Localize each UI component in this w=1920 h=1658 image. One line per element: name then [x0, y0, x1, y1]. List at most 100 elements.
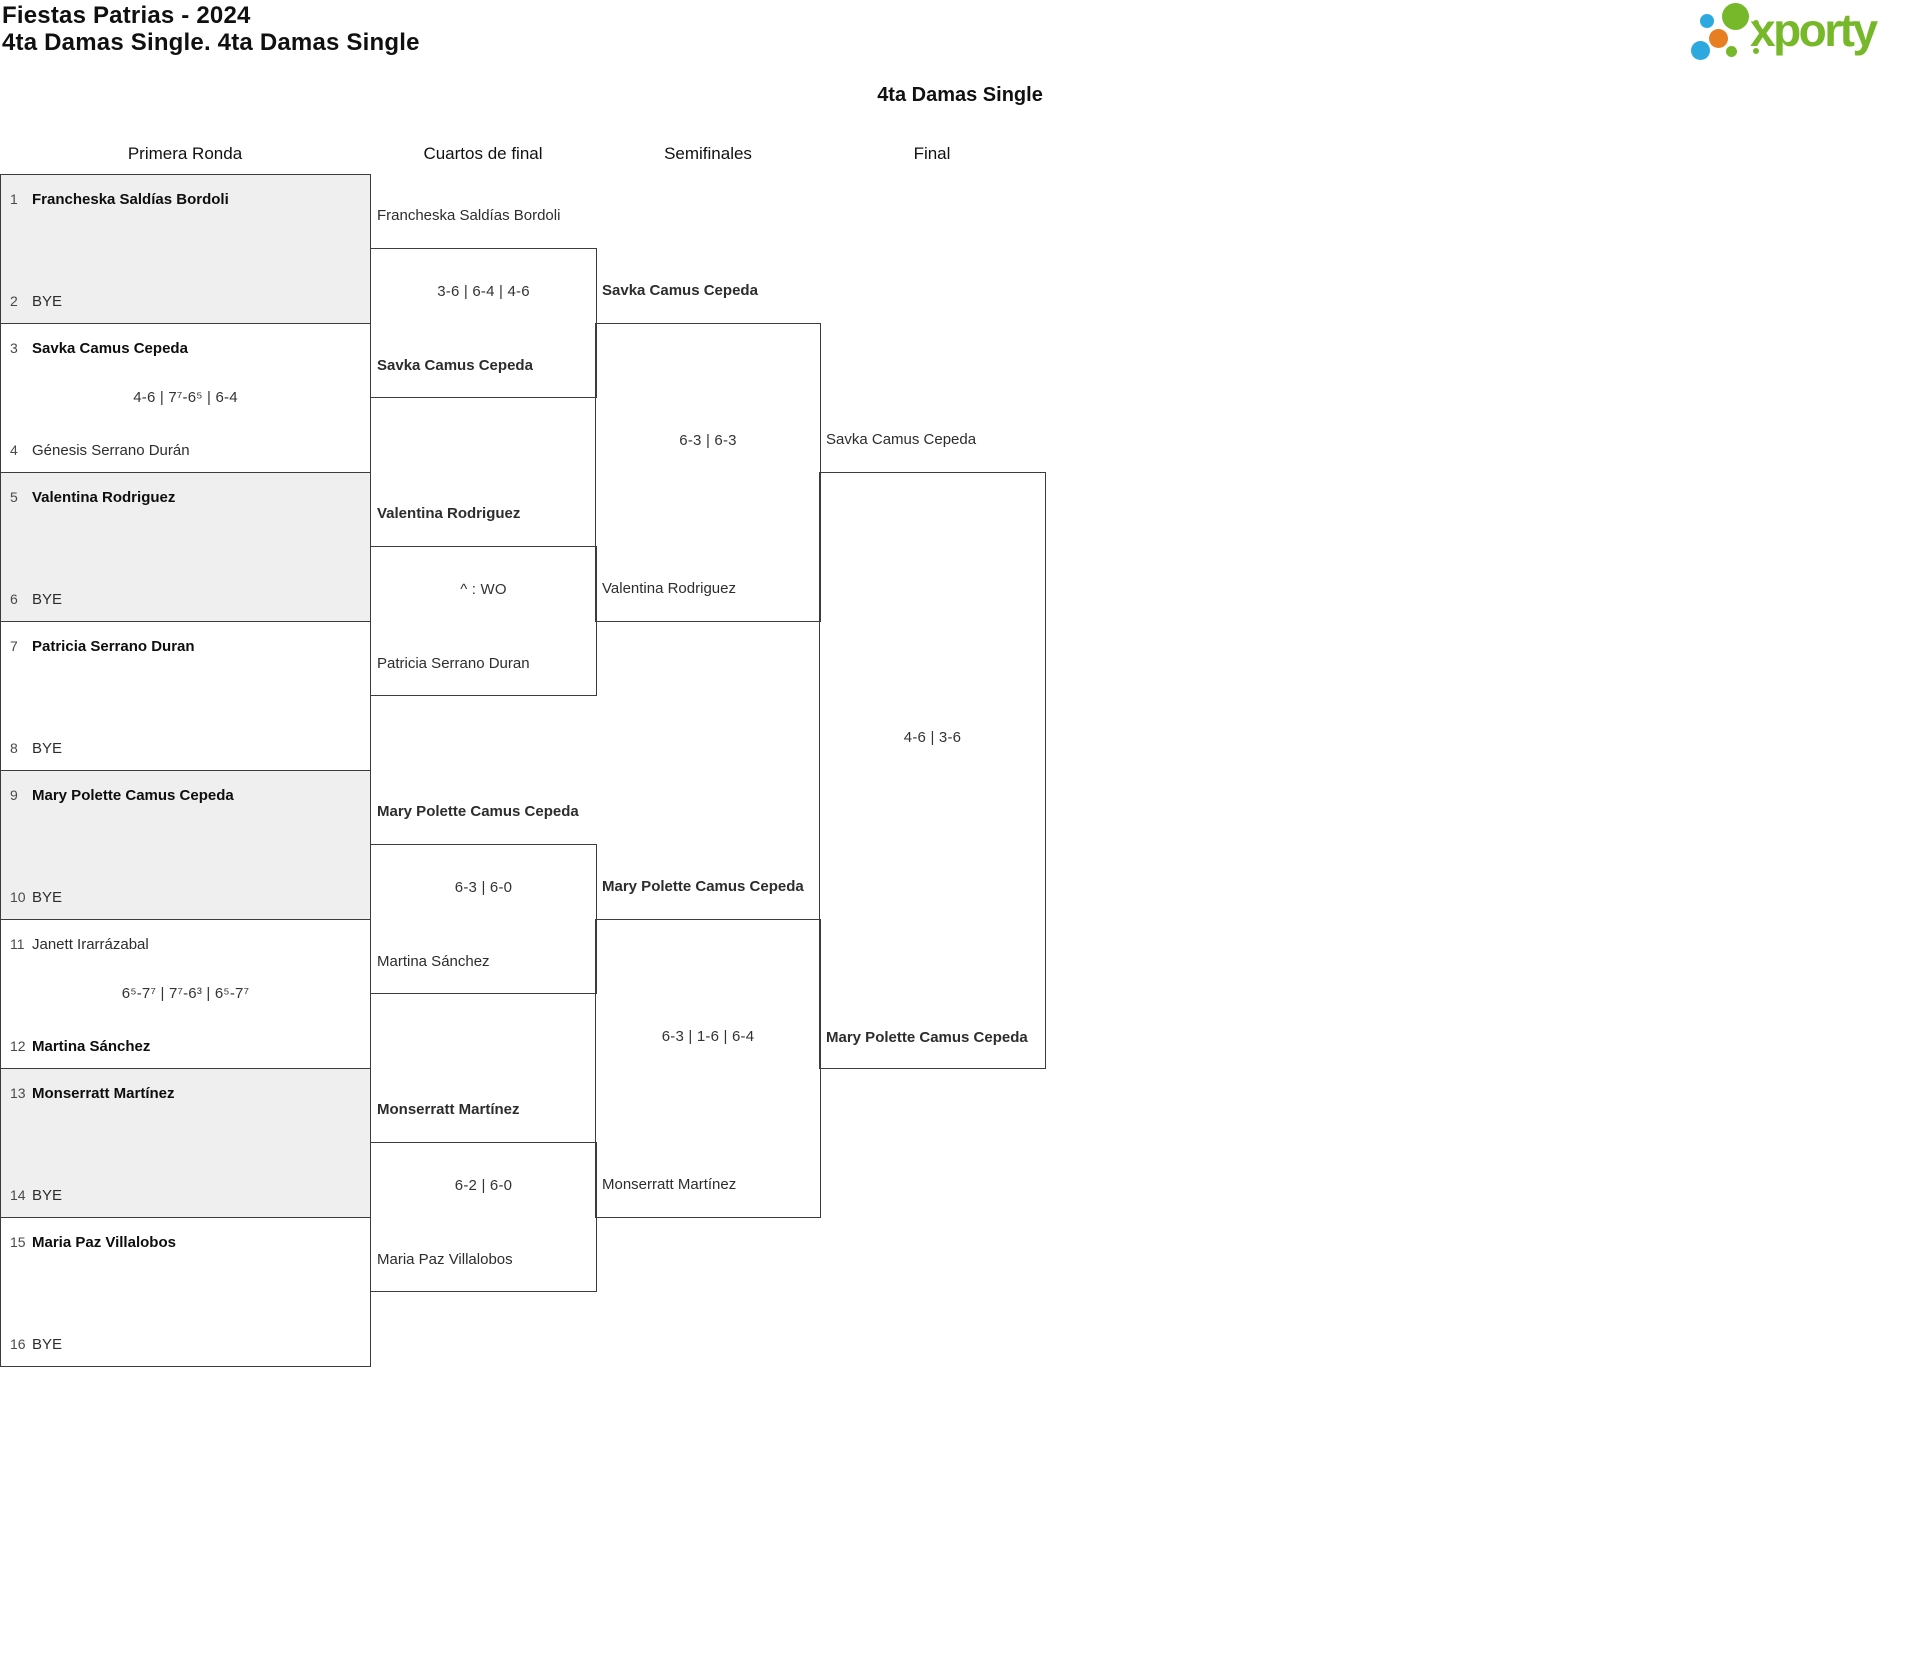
match-score: 6-3 | 6-3 [679, 432, 737, 449]
player-row: 16 BYE [10, 1335, 364, 1353]
player-row: 9 Mary Polette Camus Cepeda [10, 786, 364, 804]
player-name-champion: Mary Polette Camus Cepeda [826, 1029, 1028, 1046]
page-subtitle: 4ta Damas Single. 4ta Damas Single [2, 29, 420, 56]
match-score: 6-3 | 6-0 [454, 879, 513, 896]
match-box-r1-8: 15 Maria Paz Villalobos 16 BYE [0, 1217, 371, 1367]
player-row: 15 Maria Paz Villalobos [10, 1233, 364, 1251]
logo-dot-green-tiny-2 [1753, 48, 1759, 54]
seed-number: 6 [10, 591, 18, 607]
player-name: Monserratt Martínez [602, 1176, 737, 1193]
match-box-r1-6: 11 Janett Irarrázabal 6⁵-7⁷ | 7⁷-6³ | 6⁵-… [0, 919, 371, 1069]
player-name: Martina Sánchez [377, 953, 490, 970]
logo-dot-green-large [1722, 3, 1749, 30]
player-row: 6 BYE [10, 590, 364, 608]
seed-number: 5 [10, 489, 18, 505]
player-name: Mary Polette Camus Cepeda [377, 803, 579, 820]
player-name: Savka Camus Cepeda [602, 282, 758, 299]
player-name: Martina Sánchez [32, 1038, 151, 1055]
logo-dot-green-tiny-1 [1753, 20, 1759, 26]
logo-dot-orange [1709, 29, 1728, 48]
xporty-logo-text: xporty [1750, 4, 1878, 56]
player-name: Valentina Rodriguez [377, 505, 521, 522]
match-score: 4-6 | 3-6 [903, 729, 962, 746]
seed-number: 16 [10, 1336, 26, 1352]
bracket-title: 4ta Damas Single [877, 84, 1043, 106]
player-name: Mary Polette Camus Cepeda [32, 787, 234, 804]
player-name: BYE [32, 740, 63, 757]
player-name: BYE [32, 1336, 63, 1353]
seed-number: 10 [10, 889, 26, 905]
player-row: 13 Monserratt Martínez [10, 1084, 364, 1102]
seed-number: 4 [10, 442, 18, 458]
match-score: 6⁵-7⁷ | 7⁷-6³ | 6⁵-7⁷ [121, 985, 250, 1002]
round-header-cuartos-de-final: Cuartos de final [423, 144, 543, 163]
match-box-r1-5: 9 Mary Polette Camus Cepeda 10 BYE [0, 770, 371, 920]
player-row: 4 Génesis Serrano Durán [10, 441, 364, 459]
match-score: 6-3 | 1-6 | 6-4 [661, 1028, 755, 1045]
seed-number: 1 [10, 191, 18, 207]
seed-number: 8 [10, 740, 18, 756]
player-name: Francheska Saldías Bordoli [32, 191, 229, 208]
player-row: 2 BYE [10, 292, 364, 310]
match-box-final: Savka Camus Cepeda 4-6 | 3-6 Mary Polett… [819, 431, 1046, 1069]
match-score: 3-6 | 6-4 | 4-6 [437, 283, 530, 300]
match-score: ^ : WO [460, 581, 507, 598]
player-name: Francheska Saldías Bordoli [377, 207, 561, 224]
player-row: 8 BYE [10, 739, 364, 757]
match-box-qf-4: Monserratt Martínez 6-2 | 6-0 Maria Paz … [370, 1101, 597, 1292]
player-name: BYE [32, 1187, 63, 1204]
page-title: Fiestas Patrias - 2024 [2, 2, 251, 29]
round-header-final: Final [913, 144, 951, 163]
player-name: Génesis Serrano Durán [32, 442, 190, 459]
player-name: Savka Camus Cepeda [377, 357, 533, 374]
seed-number: 9 [10, 787, 18, 803]
player-name: Monserratt Martínez [377, 1101, 520, 1118]
round-header-primera-ronda: Primera Ronda [127, 144, 243, 163]
player-name: Janett Irarrázabal [32, 936, 149, 953]
player-name: Maria Paz Villalobos [377, 1251, 513, 1268]
player-name: Savka Camus Cepeda [826, 431, 977, 448]
player-row: 11 Janett Irarrázabal [10, 935, 364, 953]
player-name: Monserratt Martínez [32, 1085, 175, 1102]
match-box-qf-2: Valentina Rodriguez ^ : WO Patricia Serr… [370, 505, 597, 696]
logo-dot-blue-small [1700, 14, 1714, 28]
player-row: 14 BYE [10, 1186, 364, 1204]
player-name: BYE [32, 591, 63, 608]
seed-number: 11 [10, 936, 25, 952]
xporty-logo[interactable]: xporty [1686, 0, 1918, 64]
seed-number: 15 [10, 1234, 26, 1250]
match-box-r1-1: 1 Francheska Saldías Bordoli 2 BYE [0, 174, 371, 324]
player-name: Savka Camus Cepeda [32, 340, 188, 357]
match-box-qf-1: Francheska Saldías Bordoli 3-6 | 6-4 | 4… [370, 207, 597, 398]
round-header-semifinales: Semifinales [664, 144, 752, 163]
player-name: Valentina Rodriguez [602, 580, 736, 597]
player-name: BYE [32, 889, 63, 906]
seed-number: 2 [10, 293, 18, 309]
player-row: 7 Patricia Serrano Duran [10, 637, 364, 655]
match-box-r1-3: 5 Valentina Rodriguez 6 BYE [0, 472, 371, 622]
match-box-qf-3: Mary Polette Camus Cepeda 6-3 | 6-0 Mart… [370, 803, 597, 994]
player-name: Patricia Serrano Duran [32, 638, 195, 655]
player-name: Patricia Serrano Duran [377, 655, 530, 672]
match-box-sf-1: Savka Camus Cepeda 6-3 | 6-3 Valentina R… [595, 282, 821, 622]
seed-number: 13 [10, 1085, 26, 1101]
player-row: 3 Savka Camus Cepeda [10, 339, 364, 357]
player-name: Valentina Rodriguez [32, 489, 176, 506]
match-score: 6-2 | 6-0 [454, 1177, 513, 1194]
seed-number: 7 [10, 638, 18, 654]
match-box-r1-7: 13 Monserratt Martínez 14 BYE [0, 1068, 371, 1218]
match-score: 4-6 | 7⁷-6⁵ | 6-4 [133, 389, 238, 406]
match-box-r1-4: 7 Patricia Serrano Duran 8 BYE [0, 621, 371, 771]
seed-number: 3 [10, 340, 18, 356]
player-name: Mary Polette Camus Cepeda [602, 878, 804, 895]
logo-dot-blue-medium [1691, 41, 1710, 60]
player-row: 10 BYE [10, 888, 364, 906]
logo-dot-green-small [1726, 46, 1737, 57]
player-name: BYE [32, 293, 63, 310]
seed-number: 14 [10, 1187, 26, 1203]
player-name: Maria Paz Villalobos [32, 1234, 176, 1251]
player-row: 5 Valentina Rodriguez [10, 488, 364, 506]
